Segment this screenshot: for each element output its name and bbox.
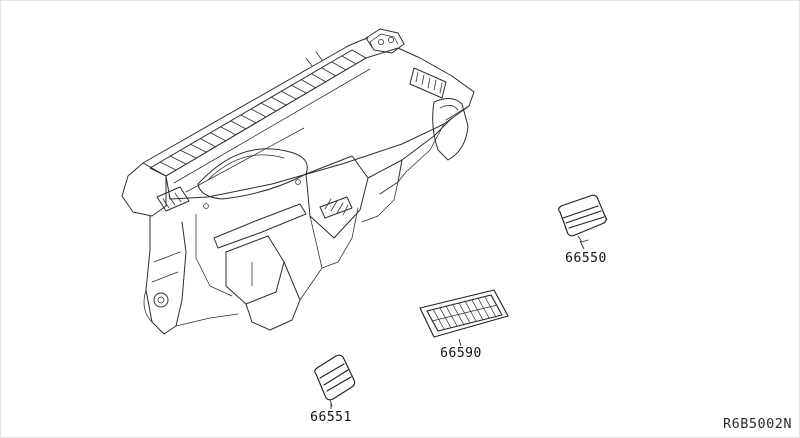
part-66590-outline: [419, 289, 509, 338]
left-end-cap: [121, 162, 190, 217]
leader-66590: [458, 338, 462, 347]
center-bracket-outline: [225, 235, 285, 305]
wheel-arch-curve: [143, 289, 153, 323]
part-66550-outline: [558, 194, 607, 237]
console-side-line: [299, 215, 323, 301]
dashboard-assembly-drawing: [121, 28, 475, 335]
cluster-hood-inner-arc: [207, 154, 285, 181]
part-66551-outline: [314, 354, 356, 401]
part-label-66550[interactable]: 66550: [565, 251, 607, 266]
left-end-outline: [121, 162, 167, 217]
left-demister-hatch: [162, 192, 182, 209]
dash-top-surface: [165, 47, 475, 200]
diagram-reference-code: R6B5002N: [723, 416, 792, 432]
center-bracket-lines: [195, 213, 253, 297]
top-bracket-outline: [365, 28, 405, 54]
leader-66550: [579, 240, 585, 250]
part-66550-drawing: [558, 194, 607, 243]
passenger-vent-hatch: [415, 71, 443, 94]
part-66551-slats: [319, 363, 352, 392]
leader-lines: [330, 240, 585, 409]
part-66590-drawing: [419, 289, 509, 338]
top-bracket-hole-2: [388, 37, 394, 43]
glove-box-area: [361, 67, 469, 223]
top-surface-contour-1: [173, 68, 371, 184]
center-stack: [305, 155, 369, 269]
top-surface-outline: [165, 47, 475, 200]
part-66550-slats: [562, 205, 605, 229]
passenger-vent-outline: [409, 67, 447, 99]
part-66590-mid-line: [431, 304, 498, 322]
center-switch-panel-outline: [319, 196, 353, 219]
center-switch-panel-hatch: [324, 198, 349, 216]
column-hole-outer: [153, 292, 169, 308]
part-66590-inner-frame: [426, 294, 503, 332]
right-lower-edge: [361, 123, 445, 223]
top-bracket-hole-1: [378, 39, 384, 45]
side-finisher-outline: [432, 98, 469, 161]
steering-member-bar: [213, 203, 307, 249]
center-stack-outline: [305, 155, 369, 239]
top-bracket-inner-line: [369, 33, 399, 47]
defroster-hatch-lines: [159, 55, 357, 171]
center-stack-lower-line: [321, 207, 359, 269]
part-label-66551[interactable]: 66551: [310, 410, 352, 425]
left-column-outline: [145, 215, 187, 335]
screw-mark-1: [203, 203, 209, 209]
console-lower-outline: [245, 261, 301, 331]
part-label-66590[interactable]: 66590: [440, 346, 482, 361]
right-tip-line: [445, 75, 475, 121]
windshield-upper-edge: [142, 37, 369, 164]
part-66551-drawing: [314, 354, 356, 407]
top-bracket-drawing: [365, 28, 405, 54]
side-finisher-inner: [439, 105, 459, 111]
under-dash-structure: [143, 203, 323, 335]
column-hole-inner: [157, 296, 165, 304]
left-column-lines: [151, 251, 181, 283]
glove-box-lid-lines: [367, 117, 453, 195]
part-66550-tab: [577, 235, 589, 243]
left-demister-outline: [156, 186, 190, 212]
top-surface-contour-2: [185, 127, 305, 193]
screw-mark-2: [295, 179, 301, 185]
windshield-tick-marks: [305, 51, 323, 67]
lower-edge-line: [175, 313, 239, 327]
